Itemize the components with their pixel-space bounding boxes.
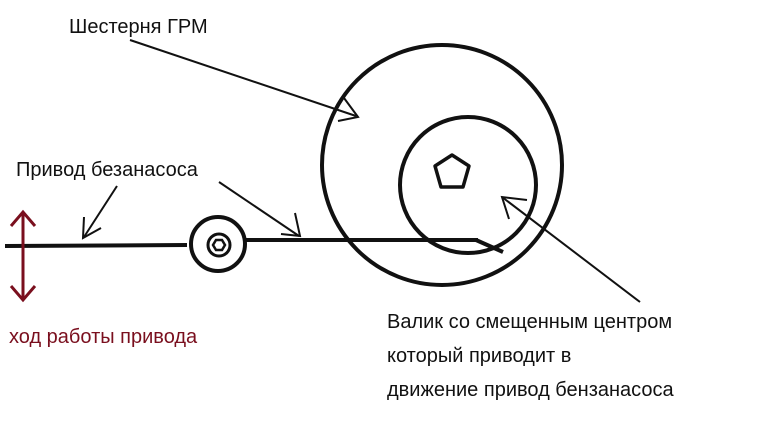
gear-label: Шестерня ГРМ xyxy=(69,16,208,38)
timing-gear-circle xyxy=(320,43,564,287)
cam-pointer-arrowhead xyxy=(500,195,528,220)
cam-label-line-3: движение привод бензанасоса xyxy=(387,379,674,401)
pump-pointer-arrowhead-left xyxy=(81,216,102,240)
gear-pointer-line xyxy=(129,39,357,117)
drive-rod-left xyxy=(4,243,188,248)
pivot-hex-nut xyxy=(211,238,227,252)
gear-pointer-arrowhead xyxy=(337,97,360,122)
pivot-ring xyxy=(189,215,247,273)
cam-label: Валик со смещенным центром который приво… xyxy=(387,305,674,407)
cam-pointer-line xyxy=(501,196,641,303)
cam-label-line-2: который приводит в xyxy=(387,345,572,367)
eccentric-shaft-circle xyxy=(398,115,538,255)
stroke-arrow-head-down xyxy=(9,285,37,303)
pentagon-hub xyxy=(433,153,471,189)
pivot-inner-ring xyxy=(206,232,232,258)
pump-pointer-arrowhead-right xyxy=(280,212,302,238)
drive-rod-tip xyxy=(475,238,504,254)
pump-pointer-line-right xyxy=(218,181,300,237)
stroke-label: ход работы привода xyxy=(9,326,198,348)
pump-pointer-line-left xyxy=(83,185,118,238)
cam-label-line-1: Валик со смещенным центром xyxy=(387,311,673,333)
stroke-arrow-head-up xyxy=(9,209,37,227)
pump-drive-label: Привод безанасоса xyxy=(16,159,198,181)
